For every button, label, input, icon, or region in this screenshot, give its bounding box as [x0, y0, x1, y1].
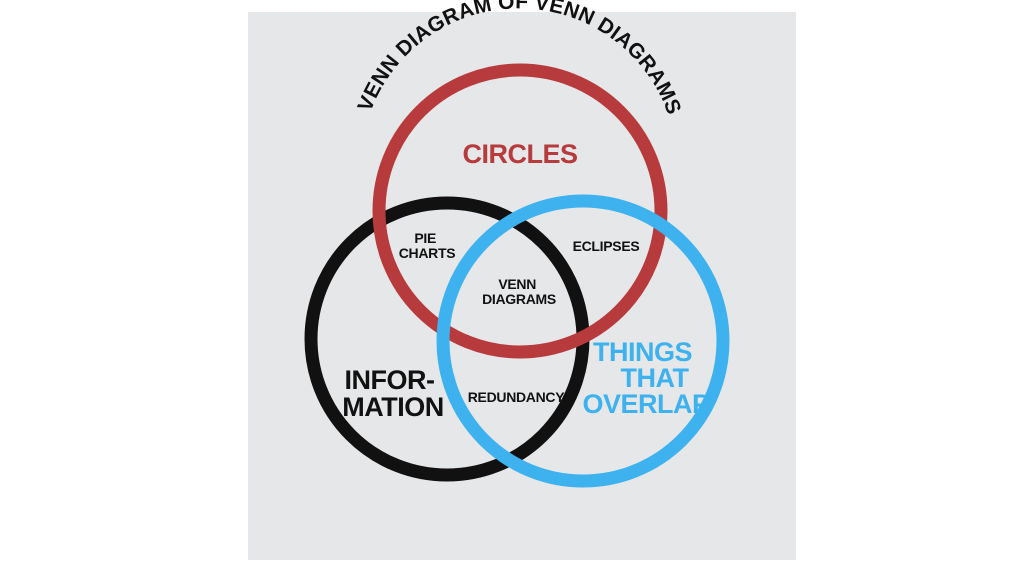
venn-diagrams-line1: VENN — [498, 276, 536, 292]
things-label-line3: OVERLAP — [582, 389, 710, 419]
pie-charts-label: PIE CHARTS — [399, 230, 456, 261]
information-label: INFOR- MATION — [342, 365, 443, 422]
information-label-line1: INFOR- — [345, 365, 435, 395]
pie-charts-line1: PIE — [414, 230, 436, 246]
things-label-line1: THINGS — [593, 337, 692, 367]
venn-diagrams-label: VENN DIAGRAMS — [482, 276, 556, 307]
things-that-overlap-label: THINGS THAT OVERLAP — [582, 337, 710, 419]
information-label-line2: MATION — [342, 392, 443, 422]
circles-circle — [372, 63, 668, 359]
pie-charts-line2: CHARTS — [399, 245, 456, 261]
circles-label: CIRCLES — [462, 139, 577, 169]
venn-diagrams-line2: DIAGRAMS — [482, 291, 556, 307]
eclipses-label: ECLIPSES — [573, 238, 640, 254]
things-that-overlap-circle — [436, 194, 730, 488]
redundancy-label: REDUNDANCY — [468, 389, 566, 405]
things-label-line2: THAT — [621, 363, 690, 393]
